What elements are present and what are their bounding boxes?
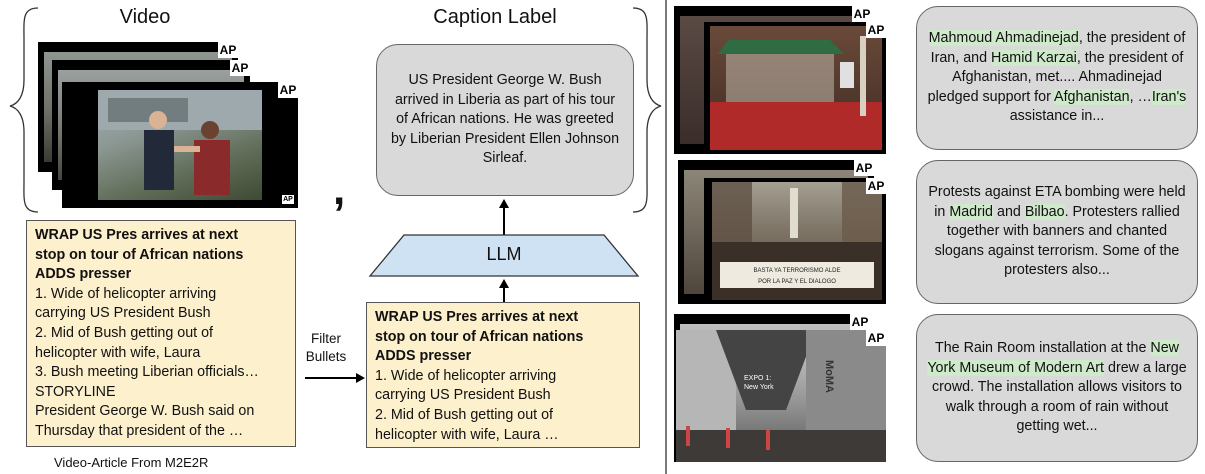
highlighted-entity: Madrid (949, 203, 994, 220)
crowd (676, 430, 886, 462)
expo-sign-text: EXPO 1: (744, 375, 771, 382)
ap-logo: AP (866, 330, 886, 346)
ap-watermark: AP (282, 195, 294, 204)
video-still-greeting (98, 90, 262, 200)
example1-frame-front: AP (704, 22, 886, 154)
ap-logo: AP (852, 6, 872, 22)
highlighted-entity: Hamid Karzai (991, 49, 1077, 66)
expo-sign-text: New York (744, 384, 774, 391)
person-head (149, 111, 167, 129)
caption-segment: , the president of Iran, and (930, 30, 1186, 66)
caption-segment: , the president of Afghanistan, met.... … (927, 49, 1184, 105)
red-carpet (710, 102, 882, 150)
article-line: carrying US President Bush (35, 305, 211, 322)
left-brace-graphic (9, 7, 39, 213)
caption-segment: drew a large crowd. The installation all… (931, 359, 1187, 435)
caption-segment: The Rain Room installation at the (935, 340, 1151, 357)
caption-label-text: US President George W. Bush arrived in L… (390, 72, 620, 167)
highlighted-entity: Bilbao (1024, 203, 1065, 220)
example3-caption-box: The Rain Room installation at the New Yo… (916, 314, 1198, 462)
article-line: carrying US President Bush (375, 387, 551, 404)
ap-logo: AP (866, 178, 886, 194)
video-heading: Video (119, 6, 171, 28)
article-line: stop on tour of African nations (35, 246, 244, 263)
example-caption-text: Protests against ETA bombing were held i… (927, 183, 1187, 281)
article-line: helicopter with wife, Laura (35, 344, 201, 361)
example1-still-ceremony (710, 26, 882, 150)
article-line: ADDS presser (35, 266, 132, 283)
llm-to-caption-arrow-head (499, 199, 509, 208)
article-to-llm-arrow-head (499, 279, 509, 288)
llm-label: LLM (486, 244, 522, 264)
building-x (716, 330, 816, 410)
caption-segment: and (993, 203, 1025, 220)
banner-text: BASTA YA TERRORISMO ALDE (754, 268, 841, 274)
example3-still-moma: EXPO 1: New York MoMA (676, 330, 886, 462)
article-line: 3. Bush meeting Liberian officials… (35, 364, 259, 381)
caption-label-heading: Caption Label (433, 6, 557, 28)
example-caption-text: The Rain Room installation at the New Yo… (927, 339, 1187, 437)
article-line: WRAP US Pres arrives at next (375, 309, 579, 325)
filter-arrow-head (356, 373, 365, 383)
ap-logo: AP (854, 160, 874, 176)
ap-logo: AP (278, 82, 298, 98)
canopy (718, 40, 844, 54)
caption-segment: . Protesters rallied together with banne… (934, 203, 1180, 279)
article-line: 1. Wide of helicopter arriving (375, 367, 557, 384)
filter-bullets-label: Filter Bullets (302, 330, 350, 366)
caption-segment: , … (1129, 88, 1152, 105)
llm-block (368, 234, 640, 277)
moma-sign-text: MoMA (823, 360, 835, 393)
person-suit (144, 130, 174, 190)
caption-segment: assistance in... (1009, 108, 1105, 125)
article-line: STORYLINE (35, 383, 116, 400)
caption-segment: Protests against ETA bombing were held i… (928, 184, 1186, 220)
filter-label-line: Filter (311, 331, 341, 346)
highlighted-entity: Afghanistan (1054, 88, 1130, 105)
article-line: WRAP US Pres arrives at next (35, 227, 239, 243)
person-head (201, 121, 219, 139)
ap-logo: AP (866, 22, 886, 38)
comma-separator: , (333, 165, 346, 214)
article-line: President George W. Bush said on (35, 403, 255, 420)
caption-label-box: US President George W. Bush arrived in L… (376, 44, 634, 196)
article-line: 1. Wide of helicopter arriving (35, 285, 217, 302)
ap-logo: AP (218, 42, 238, 58)
example2-still-protest: BASTA YA TERRORISMO ALDE POR LA PAZ Y EL… (712, 182, 882, 300)
article-line: Thursday that president of the … (35, 422, 244, 439)
article-line: helicopter with wife, Laura … (375, 426, 559, 443)
example2-frame-front: BASTA YA TERRORISMO ALDE POR LA PAZ Y EL… (704, 178, 886, 304)
protest-banner (720, 262, 874, 288)
right-brace-graphic (632, 7, 662, 213)
video-frame-front: AP AP (62, 82, 298, 208)
highlighted-entity: Mahmoud Ahmadinejad (928, 30, 1079, 47)
article-line: stop on tour of African nations (375, 328, 584, 345)
ap-logo: AP (230, 60, 250, 76)
banner-text: POR LA PAZ Y EL DIALOGO (758, 279, 836, 285)
filter-label-line: Bullets (305, 349, 347, 364)
example-caption-text: Mahmoud Ahmadinejad, the president of Ir… (927, 29, 1187, 127)
article-line: 2. Mid of Bush getting out of (35, 324, 214, 341)
article-line: ADDS presser (375, 348, 472, 365)
filtered-article-box: WRAP US Pres arrives at next stop on tour… (366, 302, 640, 448)
ap-logo: AP (850, 314, 870, 330)
article-line: 2. Mid of Bush getting out of (375, 406, 554, 423)
example3-frame-front: EXPO 1: New York MoMA AP (676, 330, 886, 462)
source-label: Video-Article From M2E2R (54, 455, 209, 470)
highlighted-entity: Iran's (1151, 88, 1187, 105)
example2-caption-box: Protests against ETA bombing were held i… (916, 160, 1198, 304)
example1-caption-box: Mahmoud Ahmadinejad, the president of Ir… (916, 6, 1198, 150)
full-article-box: WRAP US Pres arrives at next stop on tour… (26, 220, 296, 447)
